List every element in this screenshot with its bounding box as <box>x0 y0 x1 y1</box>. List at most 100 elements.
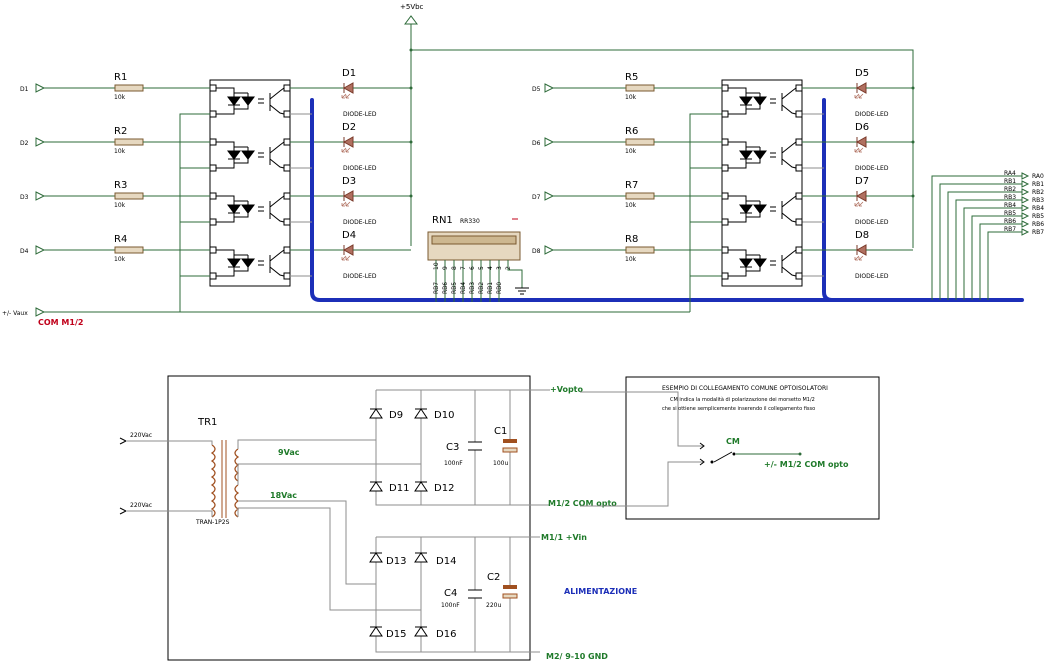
resistor-r3: R3 <box>114 180 127 191</box>
rn1-pin-number: 6 <box>469 266 476 270</box>
input-d7: D7 <box>532 194 541 201</box>
diode-d9: D9 <box>389 410 403 421</box>
resistor-r5-value: 10k <box>625 94 637 101</box>
vin-label: M1/1 +Vin <box>541 533 587 542</box>
resistor-r1-value: 10k <box>114 94 126 101</box>
data-bus <box>310 98 1024 302</box>
bridge-2: D13 D14 D15 D16 C4 100nF C2 220u <box>369 536 540 653</box>
led-d7-type: DIODE-LED <box>855 219 889 226</box>
diode-d15: D15 <box>386 629 406 640</box>
resistor-r1: R1 <box>114 72 127 83</box>
rn1-value: RR330 <box>460 218 480 225</box>
sec2-label: 18Vac <box>270 491 297 500</box>
led-d7: D7 <box>855 176 869 187</box>
rn1-net-label: RB3 <box>469 282 476 294</box>
resistor-r2: R2 <box>114 126 127 137</box>
tr-type: TRAN-1P2S <box>195 519 230 526</box>
input-d3: D3 <box>20 194 29 201</box>
diode-d16: D16 <box>436 629 456 640</box>
rn1-pin-number: 9 <box>442 266 449 270</box>
diode-d14: D14 <box>436 556 456 567</box>
cm-label: CM <box>726 437 740 446</box>
psu-frame <box>167 375 531 661</box>
vaux-label: +/- Vaux <box>2 310 28 317</box>
rn1-pin-number: 4 <box>487 266 494 270</box>
gnd-label: M2/ 9-10 GND <box>546 652 608 661</box>
resistor-r8-value: 10k <box>625 256 637 263</box>
resistor-r6-value: 10k <box>625 148 637 155</box>
input-d5: D5 <box>532 86 541 93</box>
led-d4-type: DIODE-LED <box>343 273 377 280</box>
output-net-label: RB5 <box>1004 210 1016 217</box>
example-frame <box>625 376 880 520</box>
comopto-label: M1/2 COM opto <box>548 499 617 508</box>
diode-d13: D13 <box>386 556 406 567</box>
resistor-r6: R6 <box>625 126 638 137</box>
bridge-1: D9 D10 D11 D12 C3 100nF C1 100u <box>369 389 550 506</box>
output-net-label: RB7 <box>1004 226 1016 233</box>
left-input-rows: D1 R1 10k D2 R2 10k D3 R3 10k D4 <box>20 72 210 263</box>
diode-d10: D10 <box>434 410 454 421</box>
led-d3: D3 <box>342 176 356 187</box>
rn1-pin-number: 2 <box>505 266 512 270</box>
output-net-label: RB2 <box>1004 186 1016 193</box>
input-d1: D1 <box>20 86 29 93</box>
c2-value: 220u <box>486 602 501 609</box>
input-d4: D4 <box>20 248 29 255</box>
output-connector-label: RB3 <box>1032 197 1044 204</box>
resistor-r7-value: 10k <box>625 202 637 209</box>
rn1-net-label: RB1 <box>487 282 494 294</box>
led-d6: D6 <box>855 122 869 133</box>
c3-name: C3 <box>446 442 459 453</box>
rn1-net-label: RB6 <box>442 282 449 294</box>
c4-name: C4 <box>444 588 457 599</box>
output-connector-label: RB7 <box>1032 229 1044 236</box>
rn1-pin-number: 7 <box>460 266 467 270</box>
rn1-net-label: RB7 <box>433 282 440 294</box>
rn1-net-label: RB4 <box>460 282 467 294</box>
rn1-pin-number: 10 <box>433 262 440 270</box>
right-leds: D5 DIODE-LED D6 DIODE-LED D7 DIODE-LED D… <box>802 68 913 280</box>
output-net-label: RA4 <box>1004 170 1016 177</box>
led-d1-type: DIODE-LED <box>343 111 377 118</box>
resistor-r5: R5 <box>625 72 638 83</box>
output-connector-label: RA0 <box>1032 173 1044 180</box>
output-connector-label: RB5 <box>1032 213 1044 220</box>
sec1-label: 9Vac <box>278 448 300 457</box>
rn1-name: RN1 <box>432 215 453 226</box>
example-title: ESEMPIO DI COLLEGAMENTO COMUNE OPTOISOLA… <box>662 385 828 392</box>
led-d2: D2 <box>342 122 356 133</box>
supply-label: +5Vbc <box>400 3 424 11</box>
led-d8-type: DIODE-LED <box>855 273 889 280</box>
led-d2-type: DIODE-LED <box>343 165 377 172</box>
diode-d12: D12 <box>434 483 454 494</box>
com-label: COM M1/2 <box>38 318 83 327</box>
led-d3-type: DIODE-LED <box>343 219 377 226</box>
c3-value: 100nF <box>444 460 463 467</box>
rn1-pin-number: 8 <box>451 266 458 270</box>
resistor-r8: R8 <box>625 234 638 245</box>
example-line2: che si ottiene semplicemente inserendo i… <box>662 406 815 412</box>
led-d8: D8 <box>855 230 869 241</box>
supply-arrow <box>404 15 418 25</box>
resistor-r4: R4 <box>114 234 127 245</box>
output-connector-label: RB1 <box>1032 181 1044 188</box>
output-connector-label: RB6 <box>1032 221 1044 228</box>
resistor-r2-value: 10k <box>114 148 126 155</box>
input-d8: D8 <box>532 248 541 255</box>
cm-switch <box>713 451 733 463</box>
c2-name: C2 <box>487 572 500 583</box>
led-d1: D1 <box>342 68 356 79</box>
input-d6: D6 <box>532 140 541 147</box>
c1-name: C1 <box>494 426 507 437</box>
left-leds: D1 DIODE-LED D2 DIODE-LED D3 DIODE-LED D… <box>290 68 411 280</box>
rn1-pin-number: 3 <box>496 266 503 270</box>
output-net-label: RB3 <box>1004 194 1016 201</box>
tr-name: TR1 <box>197 417 217 428</box>
led-d6-type: DIODE-LED <box>855 165 889 172</box>
vopto-label: +Vopto <box>550 385 584 394</box>
led-d5: D5 <box>855 68 869 79</box>
